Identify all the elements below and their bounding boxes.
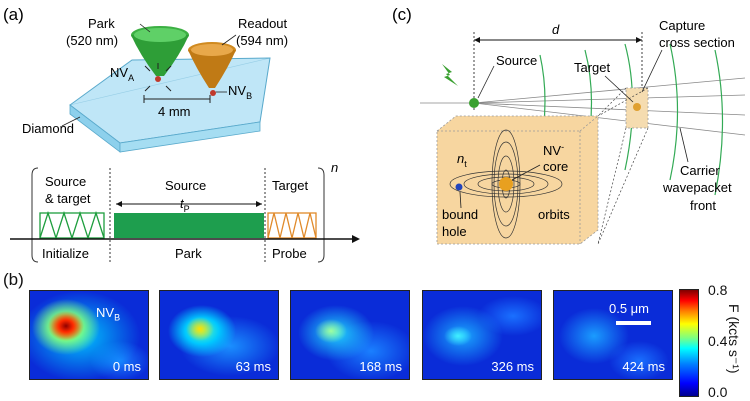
panel-b-label: (b) xyxy=(3,270,24,289)
target-label: Target xyxy=(574,60,611,75)
frame-time-3: 326 ms xyxy=(491,359,534,374)
colorbar-tick-max: 0.8 xyxy=(708,282,728,298)
fluorescence-image-1: 63 ms xyxy=(159,290,279,380)
colorbar-tick-min: 0.0 xyxy=(708,384,728,400)
park-laser-cone xyxy=(131,26,189,76)
scale-bar xyxy=(616,321,651,325)
panel-a-label: (a) xyxy=(3,5,24,24)
capture-label-2: cross section xyxy=(659,35,735,50)
distance-arrow xyxy=(143,95,211,103)
seq-source-target-2: & target xyxy=(45,191,91,206)
colorbar-tick-mid: 0.4 xyxy=(708,333,728,349)
nv-core-label-2: core xyxy=(543,159,568,174)
propagation-rays xyxy=(420,77,746,136)
scale-label: 0.5 μm xyxy=(609,301,650,316)
readout-label: Readout xyxy=(238,16,288,31)
bound-label-2: hole xyxy=(442,224,467,239)
panel-a-figure: (a) Park (520 nm) Readout (594 nm) NVA N… xyxy=(3,5,360,263)
colorbar-axis-label: F (kcts s⁻¹) xyxy=(726,304,742,374)
distance-label: 4 mm xyxy=(158,104,191,119)
target-dot xyxy=(633,103,641,111)
nva-label: NVA xyxy=(110,65,134,83)
panel-c-figure: (c) d Source Target Capture cross sectio… xyxy=(392,5,746,245)
frame-time-0: 0 ms xyxy=(112,359,141,374)
orbits-label: orbits xyxy=(538,207,570,222)
seq-park: Park xyxy=(175,246,202,261)
seq-initialize: Initialize xyxy=(42,246,89,261)
fluorescence-image-4: 0.5 μm 424 ms xyxy=(553,290,673,380)
seq-n: n xyxy=(331,160,338,175)
fluorescence-image-2: 168 ms xyxy=(290,290,410,380)
fluorescence-image-3: 326 ms xyxy=(422,290,542,380)
frame-time-1: 63 ms xyxy=(235,359,271,374)
nvb-label: NVB xyxy=(228,83,252,101)
carrier-label-2: wavepacket xyxy=(662,180,732,195)
bound-hole xyxy=(455,183,463,191)
carrier-label-1: Carrier xyxy=(680,163,720,178)
panel-c-label: (c) xyxy=(392,5,412,24)
fluorescence-image-0: NVB 0 ms xyxy=(29,290,149,380)
bound-label-1: bound xyxy=(442,207,478,222)
nv-core xyxy=(499,177,513,191)
park-label: Park xyxy=(88,16,115,31)
nva-arrows xyxy=(144,63,172,92)
source-dot xyxy=(469,98,479,108)
nvb-center xyxy=(210,90,216,96)
colorbar xyxy=(679,289,699,397)
seq-source: Source xyxy=(165,178,206,193)
inset-cube xyxy=(436,115,599,245)
nv-core-label-1: NV- xyxy=(543,142,564,158)
seq-target: Target xyxy=(272,178,309,193)
diamond-label: Diamond xyxy=(22,121,74,136)
pulse-sequence xyxy=(10,167,360,263)
nt-label: nt xyxy=(457,151,467,169)
frame-time-4: 424 ms xyxy=(622,359,665,374)
seq-probe: Probe xyxy=(272,246,307,261)
d-arrow xyxy=(473,32,643,110)
frame-time-2: 168 ms xyxy=(359,359,402,374)
zoom-lines xyxy=(597,87,649,245)
park-wavelength: (520 nm) xyxy=(66,33,118,48)
lightning-icon xyxy=(442,64,458,86)
source-label: Source xyxy=(496,53,537,68)
readout-laser-cone xyxy=(188,42,236,88)
d-label: d xyxy=(552,22,560,37)
nva-center xyxy=(155,76,161,82)
nvb-image-label: NVB xyxy=(96,305,121,323)
carrier-label-3: front xyxy=(690,198,716,213)
capture-label-1: Capture xyxy=(659,18,705,33)
readout-wavelength: (594 nm) xyxy=(236,33,288,48)
seq-tp: tP xyxy=(180,196,190,214)
seq-source-target-1: Source xyxy=(45,174,86,189)
